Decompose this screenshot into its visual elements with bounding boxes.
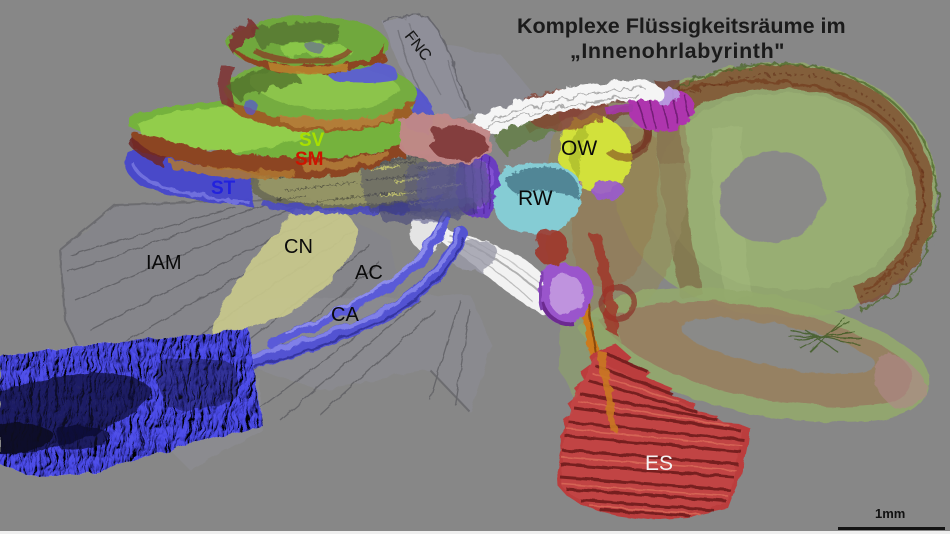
svg-text:RW: RW [518, 187, 553, 210]
svg-text:Komplexe Flüssigkeitsräume im: Komplexe Flüssigkeitsräume im [517, 14, 846, 38]
svg-text:AC: AC [355, 262, 383, 284]
svg-text:SM: SM [295, 149, 324, 170]
svg-text:OW: OW [561, 137, 597, 160]
svg-text:ES: ES [645, 452, 673, 475]
svg-text:1mm: 1mm [875, 506, 905, 521]
svg-text:ST: ST [211, 178, 236, 199]
svg-text:„Innenohrlabyrinth": „Innenohrlabyrinth" [570, 39, 785, 63]
svg-text:CA: CA [331, 304, 359, 326]
svg-text:SV: SV [299, 130, 325, 151]
svg-text:IAM: IAM [146, 252, 182, 274]
svg-text:CN: CN [284, 236, 313, 258]
